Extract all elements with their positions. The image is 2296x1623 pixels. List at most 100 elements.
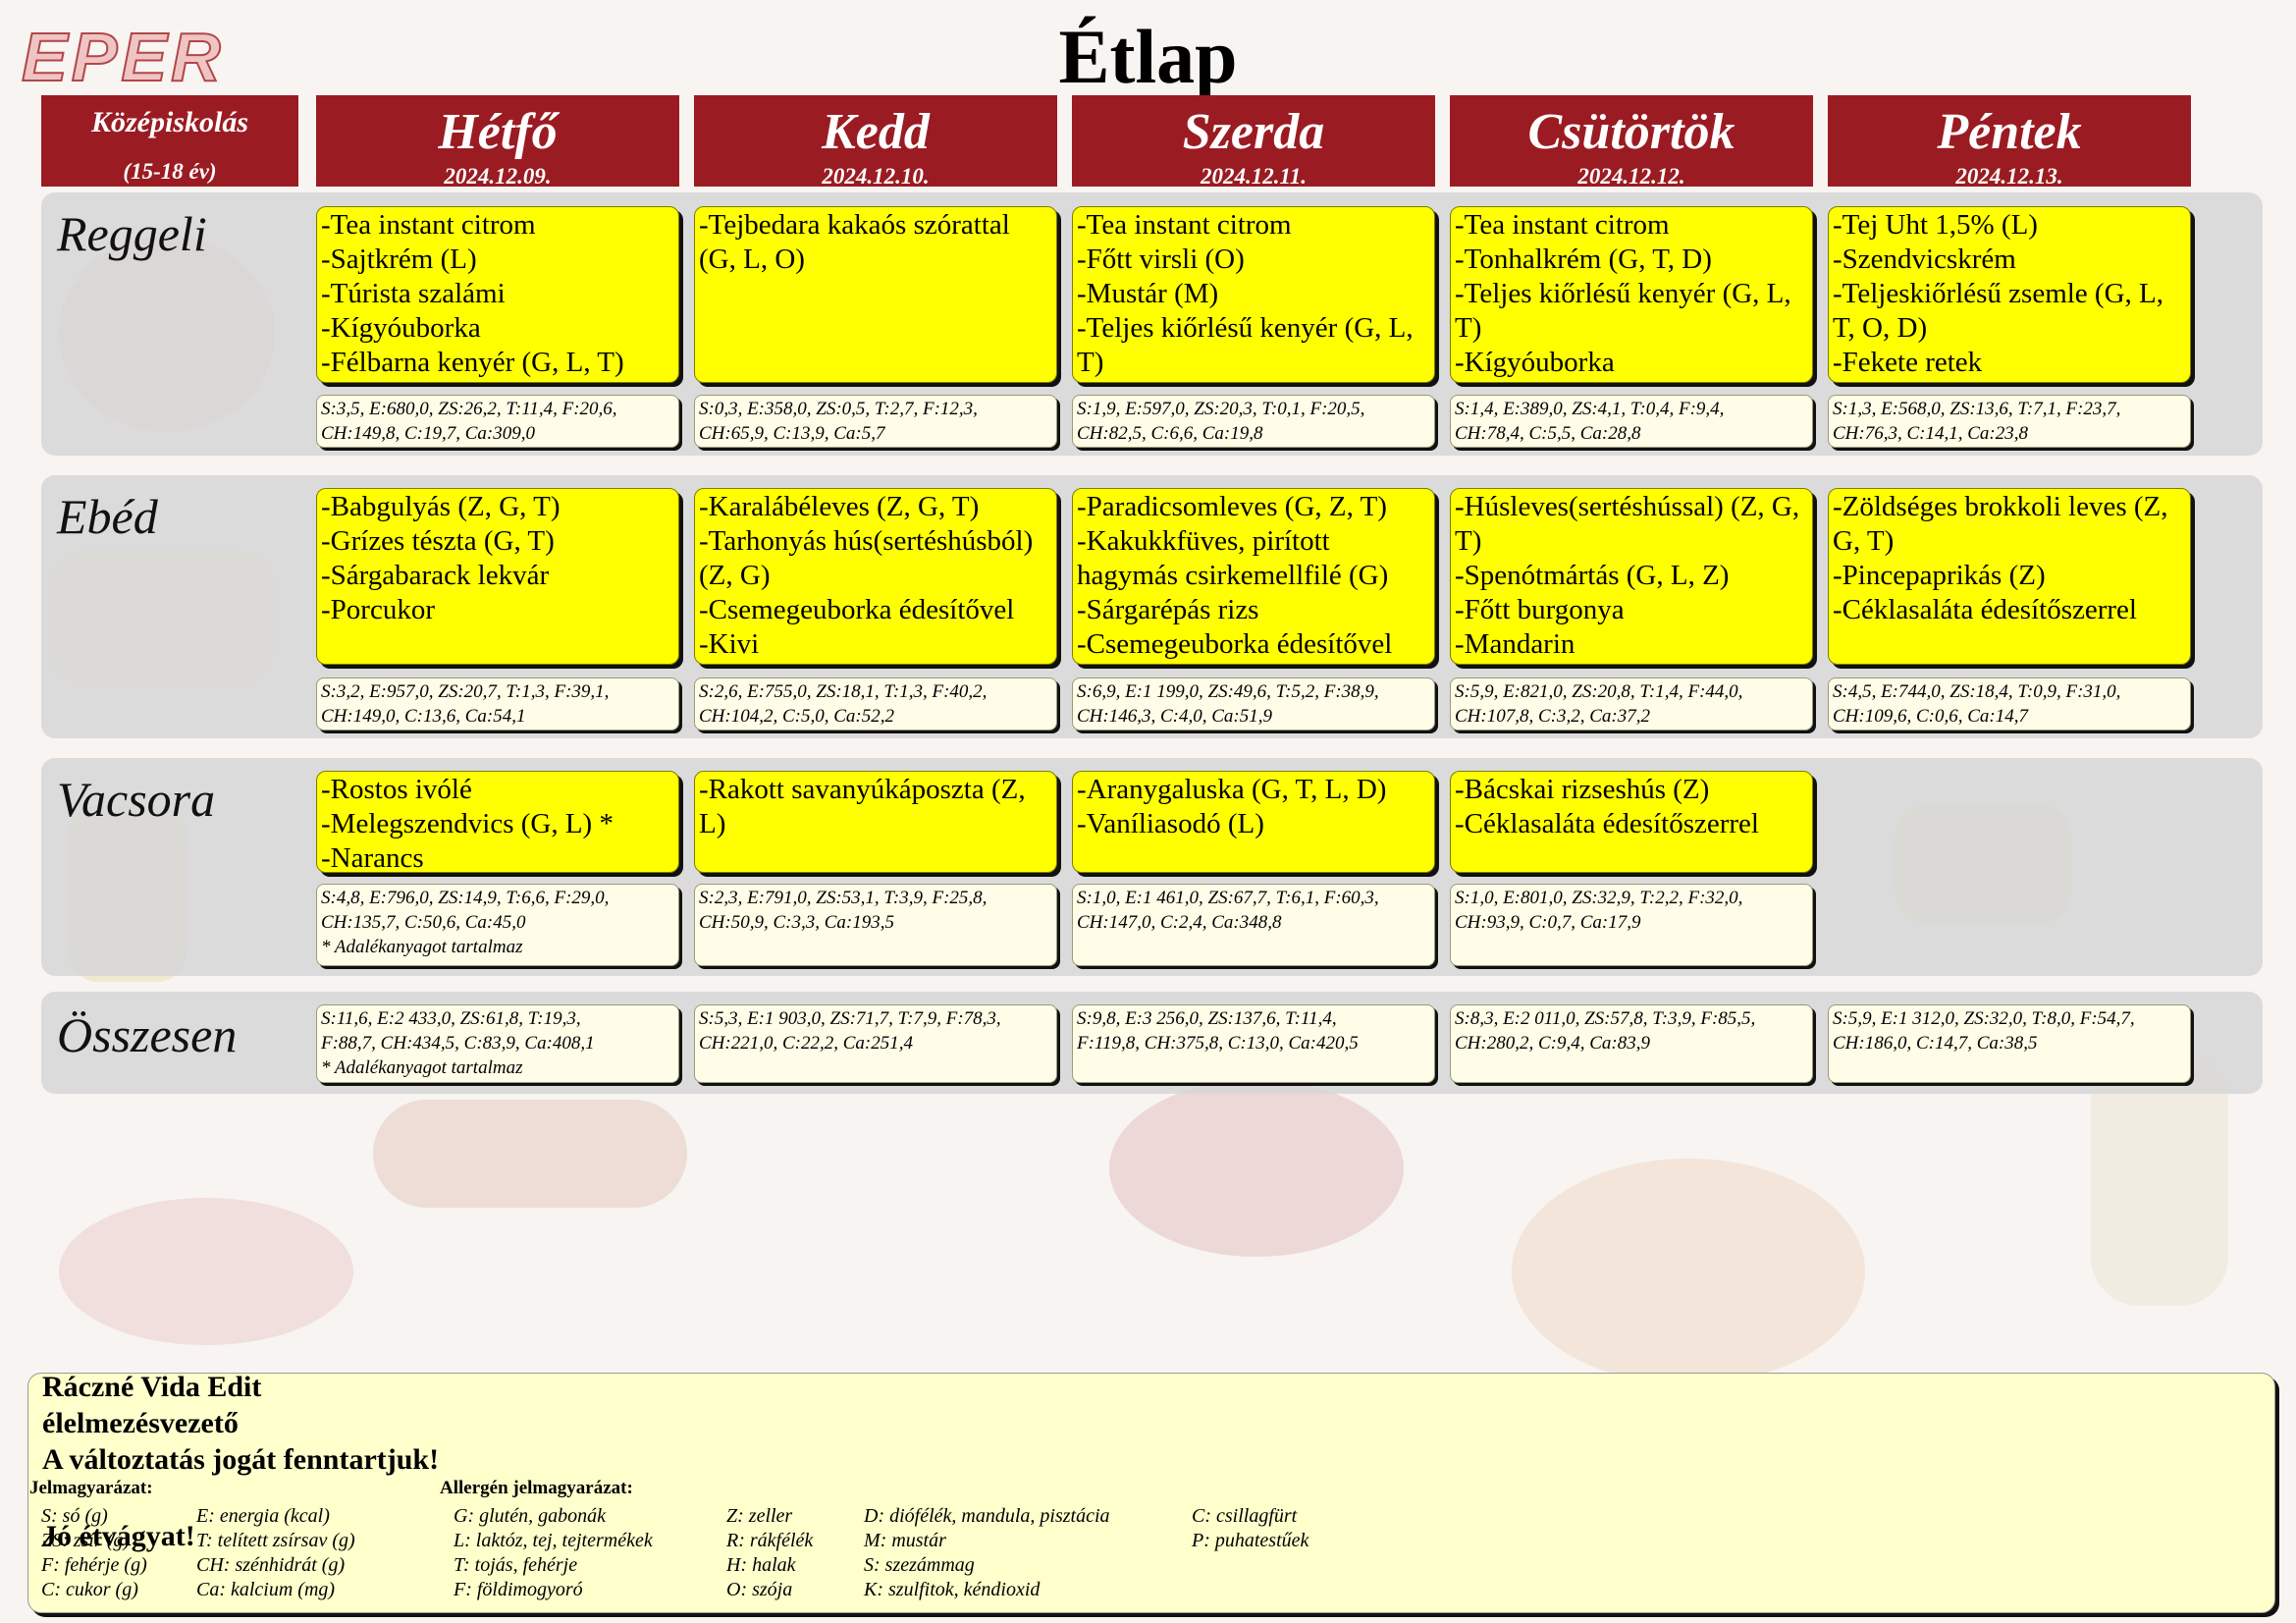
nutrition-line: S:6,9, E:1 199,0, ZS:49,6, T:5,2, F:38,9… [1077,681,1379,702]
menu-box: -Rakott savanyúkáposzta (Z, L) [694,771,1057,873]
nutrition-line: S:5,9, E:1 312,0, ZS:32,0, T:8,0, F:54,7… [1833,1008,2135,1029]
menu-item: -Húsleves(sertéshússal) (Z, G, T) [1455,491,1800,557]
change-notice: A változtatás jogát fenntartjuk! [42,1443,440,1476]
nutrition-box: S:1,4, E:389,0, ZS:4,1, T:0,4, F:9,4,CH:… [1450,395,1813,448]
menu-item: -Karalábéleves (Z, G, T) [699,491,980,522]
nutrition-line: CH:135,7, C:50,6, Ca:45,0 [321,912,526,933]
nutrition-line: S:5,3, E:1 903,0, ZS:71,7, T:7,9, F:78,3… [699,1008,1001,1029]
total-label: Összesen [57,1007,238,1062]
allergen-item: S: szezámmag [864,1554,975,1576]
legend-title: Jelmagyarázat: [29,1478,153,1498]
bg-sausage-shape [373,1100,687,1208]
nutrition-line: CH:65,9, C:13,9, Ca:5,7 [699,423,885,444]
nutrition-line: S:1,0, E:801,0, ZS:32,9, T:2,2, F:32,0, [1455,888,1743,908]
nutrition-box: S:4,5, E:744,0, ZS:18,4, T:0,9, F:31,0,C… [1828,677,2191,730]
menu-item: -Tea instant citrom [321,209,536,241]
menu-item: -Vaníliasodó (L) [1077,808,1264,839]
allergen-item: Z: zeller [726,1505,793,1527]
menu-item: -Mustár (M) [1077,278,1219,309]
footer-panel [27,1373,2275,1613]
total-nutrition-box: S:8,3, E:2 011,0, ZS:57,8, T:3,9, F:85,5… [1450,1004,1813,1083]
day-name: Szerda [1182,104,1325,160]
nutrition-box: S:2,3, E:791,0, ZS:53,1, T:3,9, F:25,8, C… [694,884,1057,966]
menu-box: -Karalábéleves (Z, G, T)-Tarhonyás hús(s… [694,488,1057,665]
menu-item: -Melegszendvics (G, L) * [321,808,614,839]
menu-box: -Tea instant citrom-Tonhalkrém (G, T, D)… [1450,206,1813,383]
menu-item: -Teljeskiőrlésű zsemle (G, L, T, O, D) [1833,278,2163,344]
menu-item: -Narancs [321,842,424,873]
allergen-item: H: halak [726,1554,796,1576]
nutrition-line: S:1,0, E:1 461,0, ZS:67,7, T:6,1, F:60,3… [1077,888,1379,908]
nutrition-box: S:4,8, E:796,0, ZS:14,9, T:6,6, F:29,0,C… [316,884,679,966]
nutrition-line: CH:280,2, C:9,4, Ca:83,9 [1455,1033,1650,1054]
menu-item: -Tea instant citrom [1455,209,1670,241]
menu-item: -Tejbedara kakaós szórattal (G, L, O) [699,209,1010,275]
menu-item: -Grízes tészta (G, T) [321,525,555,557]
nutrition-line: S:2,3, E:791,0, ZS:53,1, T:3,9, F:25,8, [699,888,988,908]
legend-item: CH: szénhidrát (g) [196,1554,346,1576]
day-date: 2024.12.12. [1577,164,1685,189]
menu-item: -Tonhalkrém (G, T, D) [1455,243,1712,275]
meal-label: Reggeli [57,206,207,261]
menu-item: -Kakukkfüves, pirított hagymás csirkemel… [1077,525,1389,591]
menu-item: -Babgulyás (Z, G, T) [321,491,561,522]
eper-logo: EPER [21,19,225,95]
nutrition-line: S:2,6, E:755,0, ZS:18,1, T:1,3, F:40,2, [699,681,988,702]
nutrition-box: S:1,3, E:568,0, ZS:13,6, T:7,1, F:23,7,C… [1828,395,2191,448]
menu-item: -Kígyóuborka [1455,347,1615,378]
nutrition-line: CH:82,5, C:6,6, Ca:19,8 [1077,423,1263,444]
allergen-item: D: diófélék, mandula, pisztácia [864,1505,1110,1527]
manager-name: Ráczné Vida Edit [42,1371,262,1403]
nutrition-box: S:1,9, E:597,0, ZS:20,3, T:0,1, F:20,5, C… [1072,395,1435,448]
legend-item: T: telített zsírsav (g) [196,1530,355,1551]
day-header-3: Szerda 2024.12.11. [1072,95,1435,189]
menu-item: -Kígyóuborka [321,312,481,344]
menu-item: -Tarhonyás hús(sertéshúsból) (Z, G) [699,525,1034,591]
nutrition-line: S:1,9, E:597,0, ZS:20,3, T:0,1, F:20,5, [1077,399,1365,419]
menu-item: -Zöldséges brokkoli leves (Z, G, T) [1833,491,2168,557]
nutrition-box: S:3,2, E:957,0, ZS:20,7, T:1,3, F:39,1,C… [316,677,679,730]
day-header-4: Csütörtök 2024.12.12. [1450,95,1813,189]
allergen-item: F: földimogyoró [454,1579,583,1600]
nutrition-line: CH:76,3, C:14,1, Ca:23,8 [1833,423,2028,444]
allergen-item: T: tojás, fehérje [454,1554,578,1576]
menu-item: -Teljes kiőrlésű kenyér (G, L, T) [1077,312,1414,378]
nutrition-line: CH:186,0, C:14,7, Ca:38,5 [1833,1033,2038,1054]
menu-item: -Túrista szalámi [321,278,506,309]
nutrition-box: S:1,0, E:801,0, ZS:32,9, T:2,2, F:32,0, C… [1450,884,1813,966]
menu-box: -Húsleves(sertéshússal) (Z, G, T)-Spenót… [1450,488,1813,665]
menu-item: -Főtt burgonya [1455,594,1625,625]
nutrition-line: CH:50,9, C:3,3, Ca:193,5 [699,912,894,933]
menu-item: -Félbarna kenyér (G, L, T) [321,347,624,378]
age-group-label: Középiskolás [90,106,249,138]
menu-item: -Kivi [699,628,760,660]
nutrition-line: CH:107,8, C:3,2, Ca:37,2 [1455,706,1650,727]
total-nutrition-box: S:11,6, E:2 433,0, ZS:61,8, T:19,3,F:88,… [316,1004,679,1083]
legend-item: Ca: kalcium (mg) [196,1579,336,1600]
nutrition-box: S:1,0, E:1 461,0, ZS:67,7, T:6,1, F:60,3… [1072,884,1435,966]
legend-item: S: só (g) [41,1505,108,1527]
menu-item: -Pincepaprikás (Z) [1833,560,2046,591]
nutrition-line: CH:93,9, C:0,7, Ca:17,9 [1455,912,1641,933]
day-name: Csütörtök [1527,104,1735,160]
legend-item: F: fehérje (g) [41,1554,147,1576]
menu-box: -Rostos ivólé-Melegszendvics (G, L) *-Na… [316,771,679,873]
total-nutrition-box: S:5,3, E:1 903,0, ZS:71,7, T:7,9, F:78,3… [694,1004,1057,1083]
age-group-range: (15-18 év) [123,159,217,184]
menu-item: -Rakott savanyúkáposzta (Z, L) [699,774,1026,839]
menu-item: -Céklasaláta édesítőszerrel [1455,808,1759,839]
allergen-legend-title: Allergén jelmagyarázat: [440,1478,633,1498]
meal-label: Vacsora [57,772,216,827]
day-date: 2024.12.11. [1201,164,1307,189]
menu-item: -Rostos ivólé [321,774,472,805]
nutrition-box: S:3,5, E:680,0, ZS:26,2, T:11,4, F:20,6,… [316,395,679,448]
menu-box: -Tea instant citrom-Főtt virsli (O)-Must… [1072,206,1435,383]
nutrition-line: * Adalékanyagot tartalmaz [321,1057,523,1078]
day-date: 2024.12.09. [444,164,552,189]
menu-item: -Mandarin [1455,628,1575,660]
nutrition-box: S:2,6, E:755,0, ZS:18,1, T:1,3, F:40,2,C… [694,677,1057,730]
manager-role: élelmezésvezető [42,1407,239,1439]
menu-item: -Fekete retek [1833,347,1983,378]
nutrition-line: CH:147,0, C:2,4, Ca:348,8 [1077,912,1282,933]
